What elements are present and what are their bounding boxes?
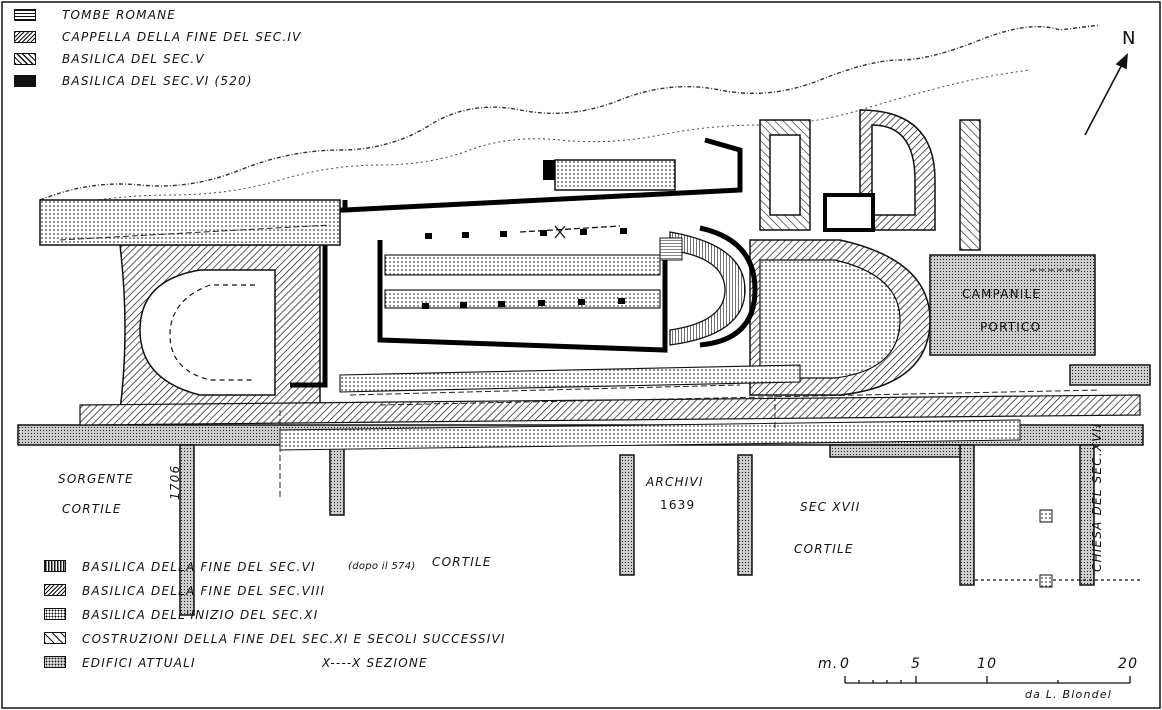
north-arrow-icon (1084, 53, 1128, 136)
terrain-edge (39, 24, 1101, 201)
legend-label: BASILICA DEL SEC.VI (520) (62, 74, 253, 88)
label-cortile-right: CORTILE (794, 542, 854, 556)
section-line (519, 225, 621, 239)
legend-swatch-diagonal-hatch (44, 584, 66, 596)
basilica-viii-body (79, 394, 1141, 426)
scale-tick-label: 20 (1118, 656, 1139, 672)
credit: da L. Blondel (1025, 688, 1113, 701)
legend-label: BASILICA DELLA FINE DEL SEC.VIII (82, 584, 326, 598)
scale-tick-label: 5 (911, 656, 922, 672)
label-cortile-left: CORTILE (62, 502, 122, 516)
scale-unit: m. (818, 656, 839, 672)
label-portico: PORTICO (980, 320, 1042, 334)
legend-swatch-diagonal-hatch-dense (14, 53, 36, 65)
scale-tick-label: 0 (840, 656, 851, 672)
scale-tick-label: 10 (977, 656, 998, 672)
label-campanile: CAMPANILE (962, 287, 1042, 301)
label-1639: 1639 (660, 498, 696, 512)
legend-swatch-solid-black (14, 75, 36, 87)
nave-interior (339, 254, 801, 393)
label-chiesa: CHIESA DEL SEC.XVII (1090, 422, 1104, 572)
channels (59, 224, 1101, 500)
legend-label: BASILICA DEL SEC.V (62, 52, 205, 66)
legend-label: BASILICA DELL'INIZIO DEL SEC.XI (82, 608, 319, 622)
legend-swatch-dotted-fill (44, 656, 66, 668)
label-1706: 1706 (168, 464, 182, 500)
label-archivi: ARCHIVI (646, 475, 704, 489)
legend-label: EDIFICI ATTUALI (82, 656, 196, 670)
legend-swatch-open-diagonal (44, 632, 66, 644)
scale-bar (844, 676, 1131, 684)
legend-swatch-diagonal-hatch (14, 31, 36, 43)
legend-swatch-dotted (44, 608, 66, 620)
legend-label: CAPPELLA DELLA FINE DEL SEC.IV (62, 30, 302, 44)
section-legend-label: X----X SEZIONE (322, 656, 428, 670)
pillars (422, 228, 627, 309)
legend-label: BASILICA DELLA FINE DEL SEC.VI (82, 560, 316, 574)
north-annexes (39, 109, 981, 251)
legend-note: (dopo il 574) (348, 561, 416, 572)
roman-tomb (543, 160, 555, 180)
legend-swatch-horizontal-hatch (14, 9, 36, 21)
label-cortile-center: CORTILE (432, 555, 492, 569)
legend-swatch-vertical-hatch (44, 560, 66, 572)
basilica-late-vi-apse (669, 231, 746, 346)
legend-label: TOMBE ROMANE (62, 8, 177, 22)
label-sorgente: SORGENTE (58, 472, 134, 486)
north-label: N (1122, 28, 1137, 49)
legend-label: COSTRUZIONI DELLA FINE DEL SEC.XI E SECO… (82, 632, 506, 646)
label-sec-xvii: SEC XVII (800, 500, 861, 514)
